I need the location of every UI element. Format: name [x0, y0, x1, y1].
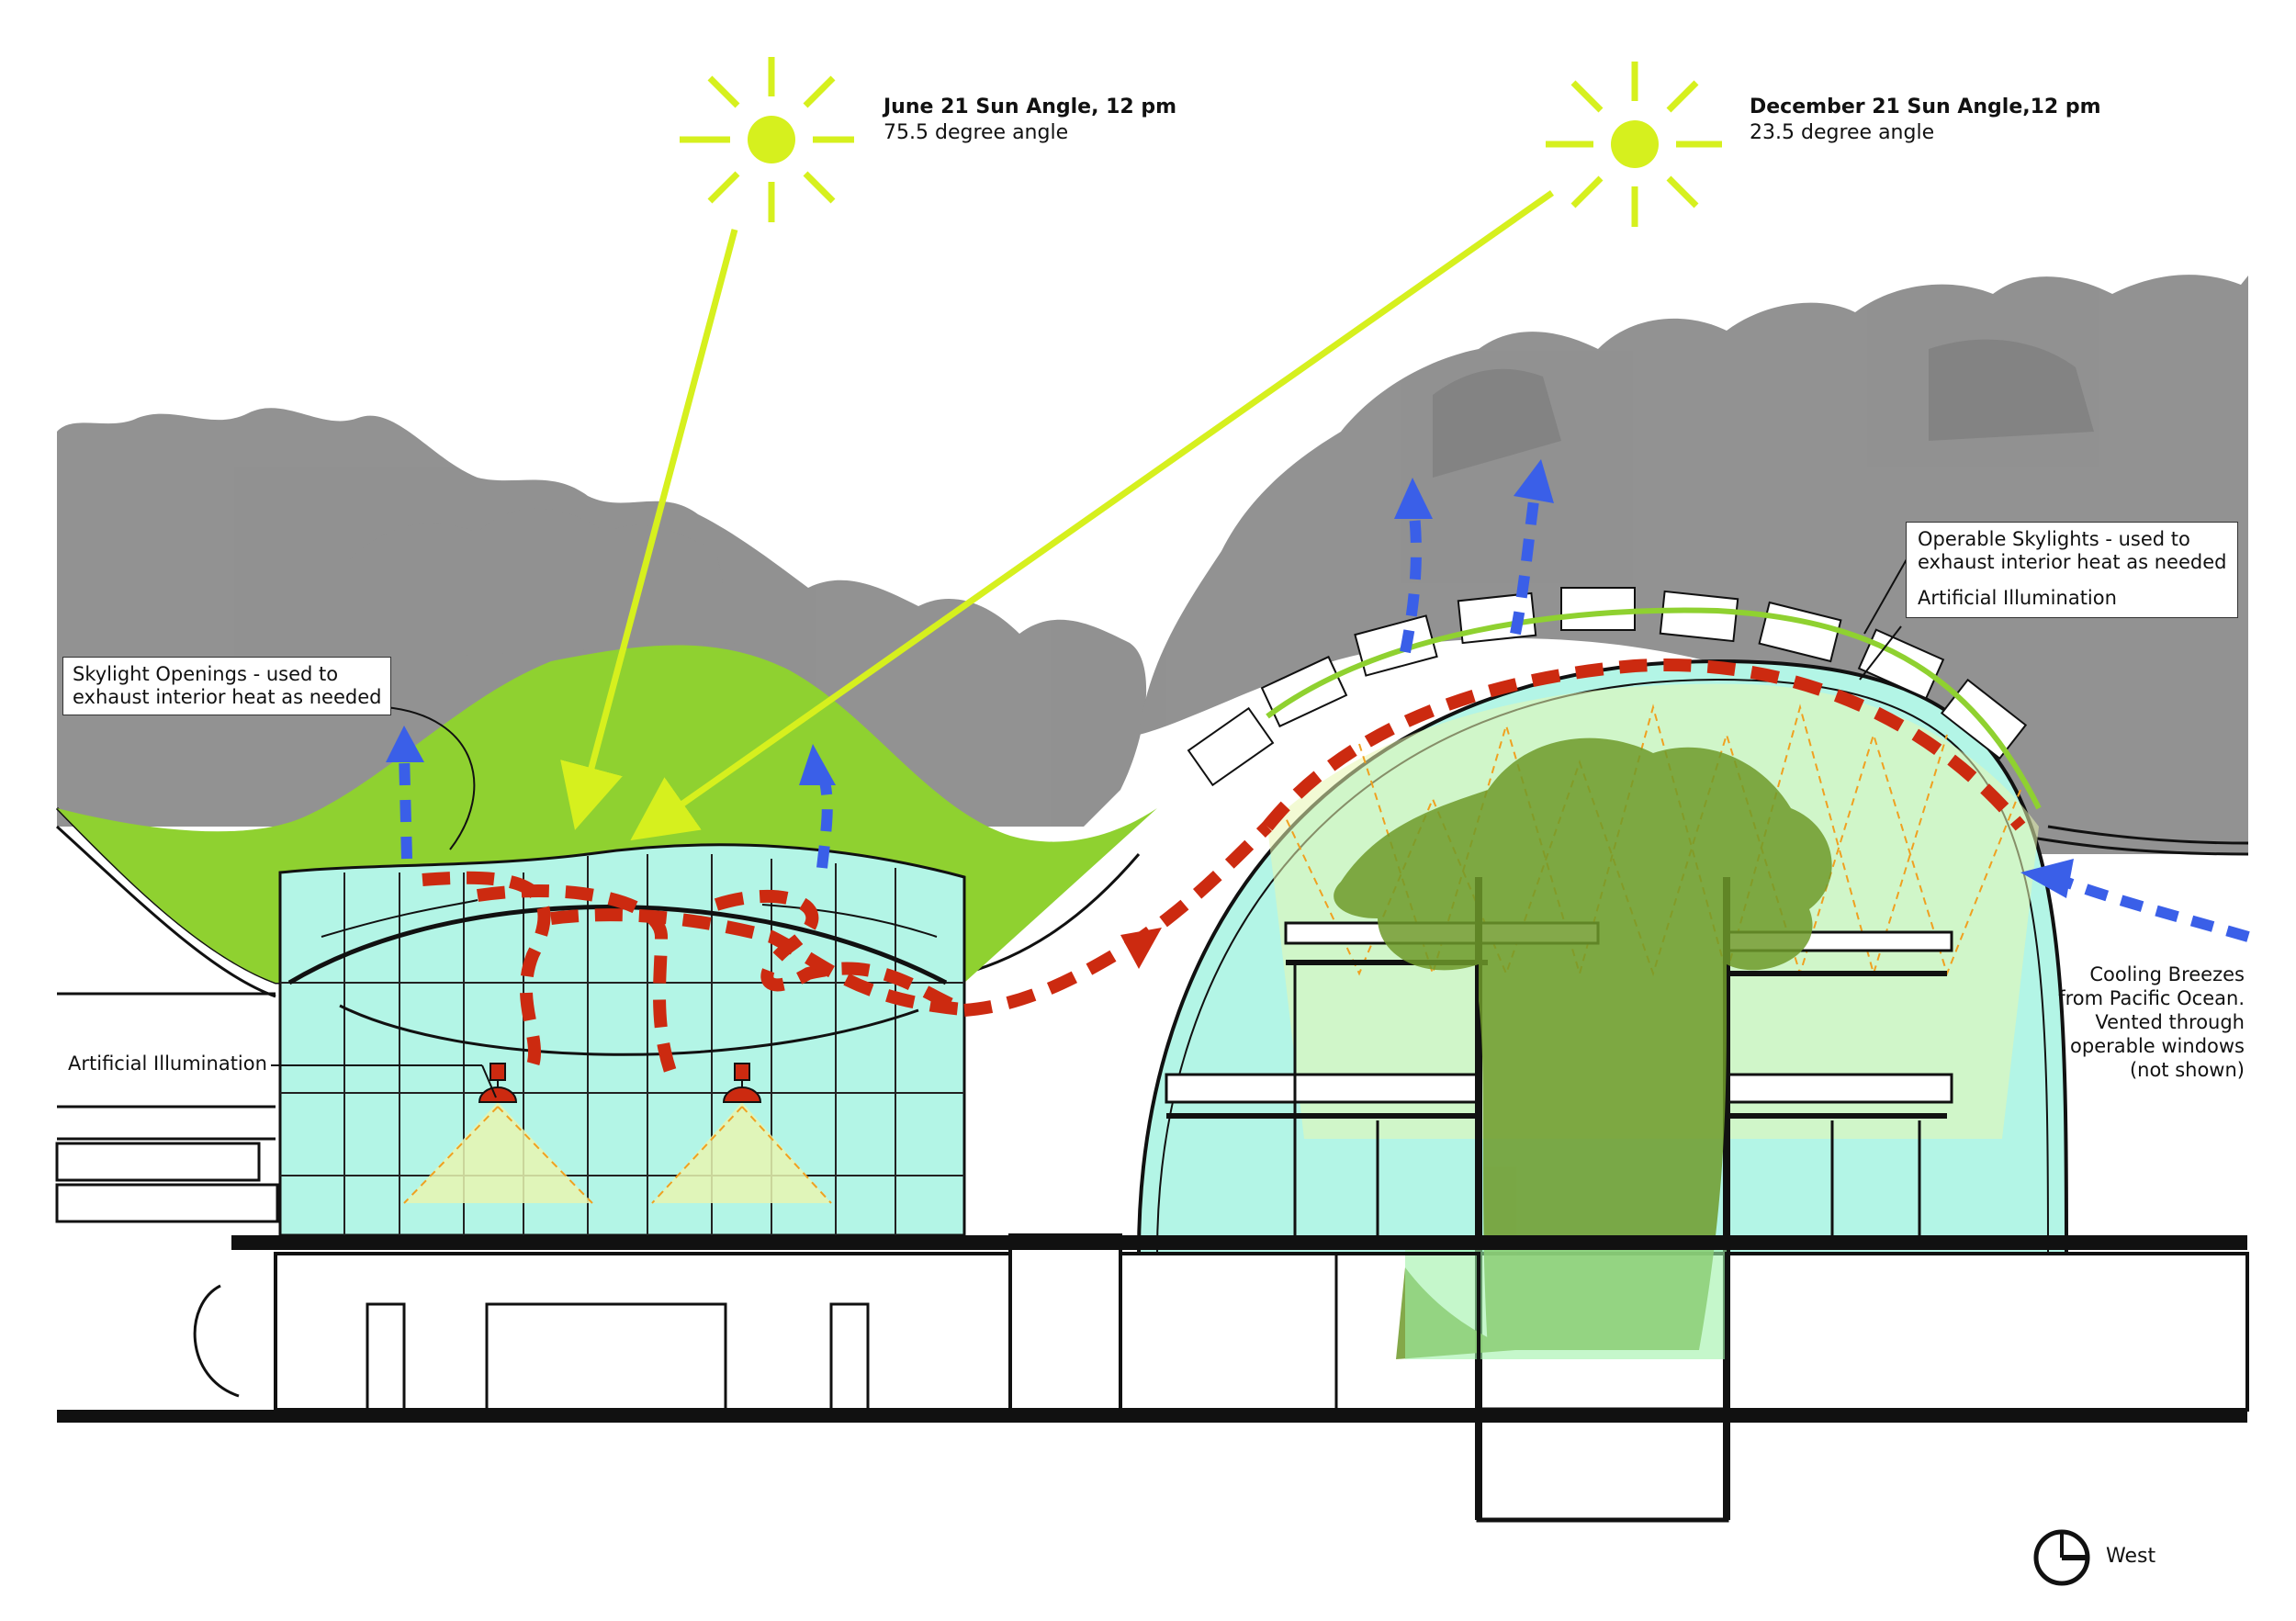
skylight-openings-callout: Skylight Openings - used to exhaust inte…	[62, 657, 392, 715]
light-fixture-icon	[722, 1063, 762, 1103]
breezes-line: from Pacific Ocean.	[2058, 987, 2245, 1009]
breezes-line: (not shown)	[2129, 1059, 2245, 1081]
callout-line: exhaust interior heat as needed	[1918, 551, 2227, 573]
callout-line: Operable Skylights - used to	[1918, 528, 2190, 550]
sun-icon	[680, 57, 854, 222]
light-cone-left-2	[652, 1102, 831, 1203]
leader-lines	[271, 552, 1911, 1098]
callout-line: Skylight Openings - used to	[73, 663, 339, 685]
callout-line: Artificial Illumination	[1918, 587, 2117, 609]
june-sun-title: June 21 Sun Angle, 12 pm	[884, 96, 1177, 118]
hot-air-arrowhead	[1120, 928, 1162, 969]
callout-line: exhaust interior heat as needed	[73, 686, 382, 708]
december-sun-title: December 21 Sun Angle,12 pm	[1750, 96, 2101, 118]
light-fixture-icon	[478, 1063, 518, 1103]
compass-icon	[2033, 1529, 2090, 1586]
breezes-line: Cooling Breezes	[2089, 963, 2245, 985]
lower-level	[57, 1233, 2249, 1523]
december-sun-angle: 23.5 degree angle	[1750, 121, 1935, 144]
sun-rays	[560, 190, 1555, 841]
june-sun-angle: 75.5 degree angle	[884, 121, 1069, 144]
operable-skylights-callout: Operable Skylights - used to exhaust int…	[1906, 522, 2239, 618]
cool-air-arrowheads	[386, 459, 2074, 898]
compass-label: West	[2106, 1545, 2156, 1568]
breezes-line: operable windows	[2070, 1035, 2245, 1057]
light-cone-left-1	[404, 1102, 592, 1203]
artificial-illumination-label: Artificial Illumination	[68, 1053, 267, 1075]
cooling-breezes-label: Cooling Breezes from Pacific Ocean. Vent…	[2058, 962, 2245, 1082]
dome-building	[1136, 587, 2069, 1520]
sun-icon	[1546, 62, 1722, 227]
breezes-line: Vented through	[2095, 1011, 2245, 1033]
